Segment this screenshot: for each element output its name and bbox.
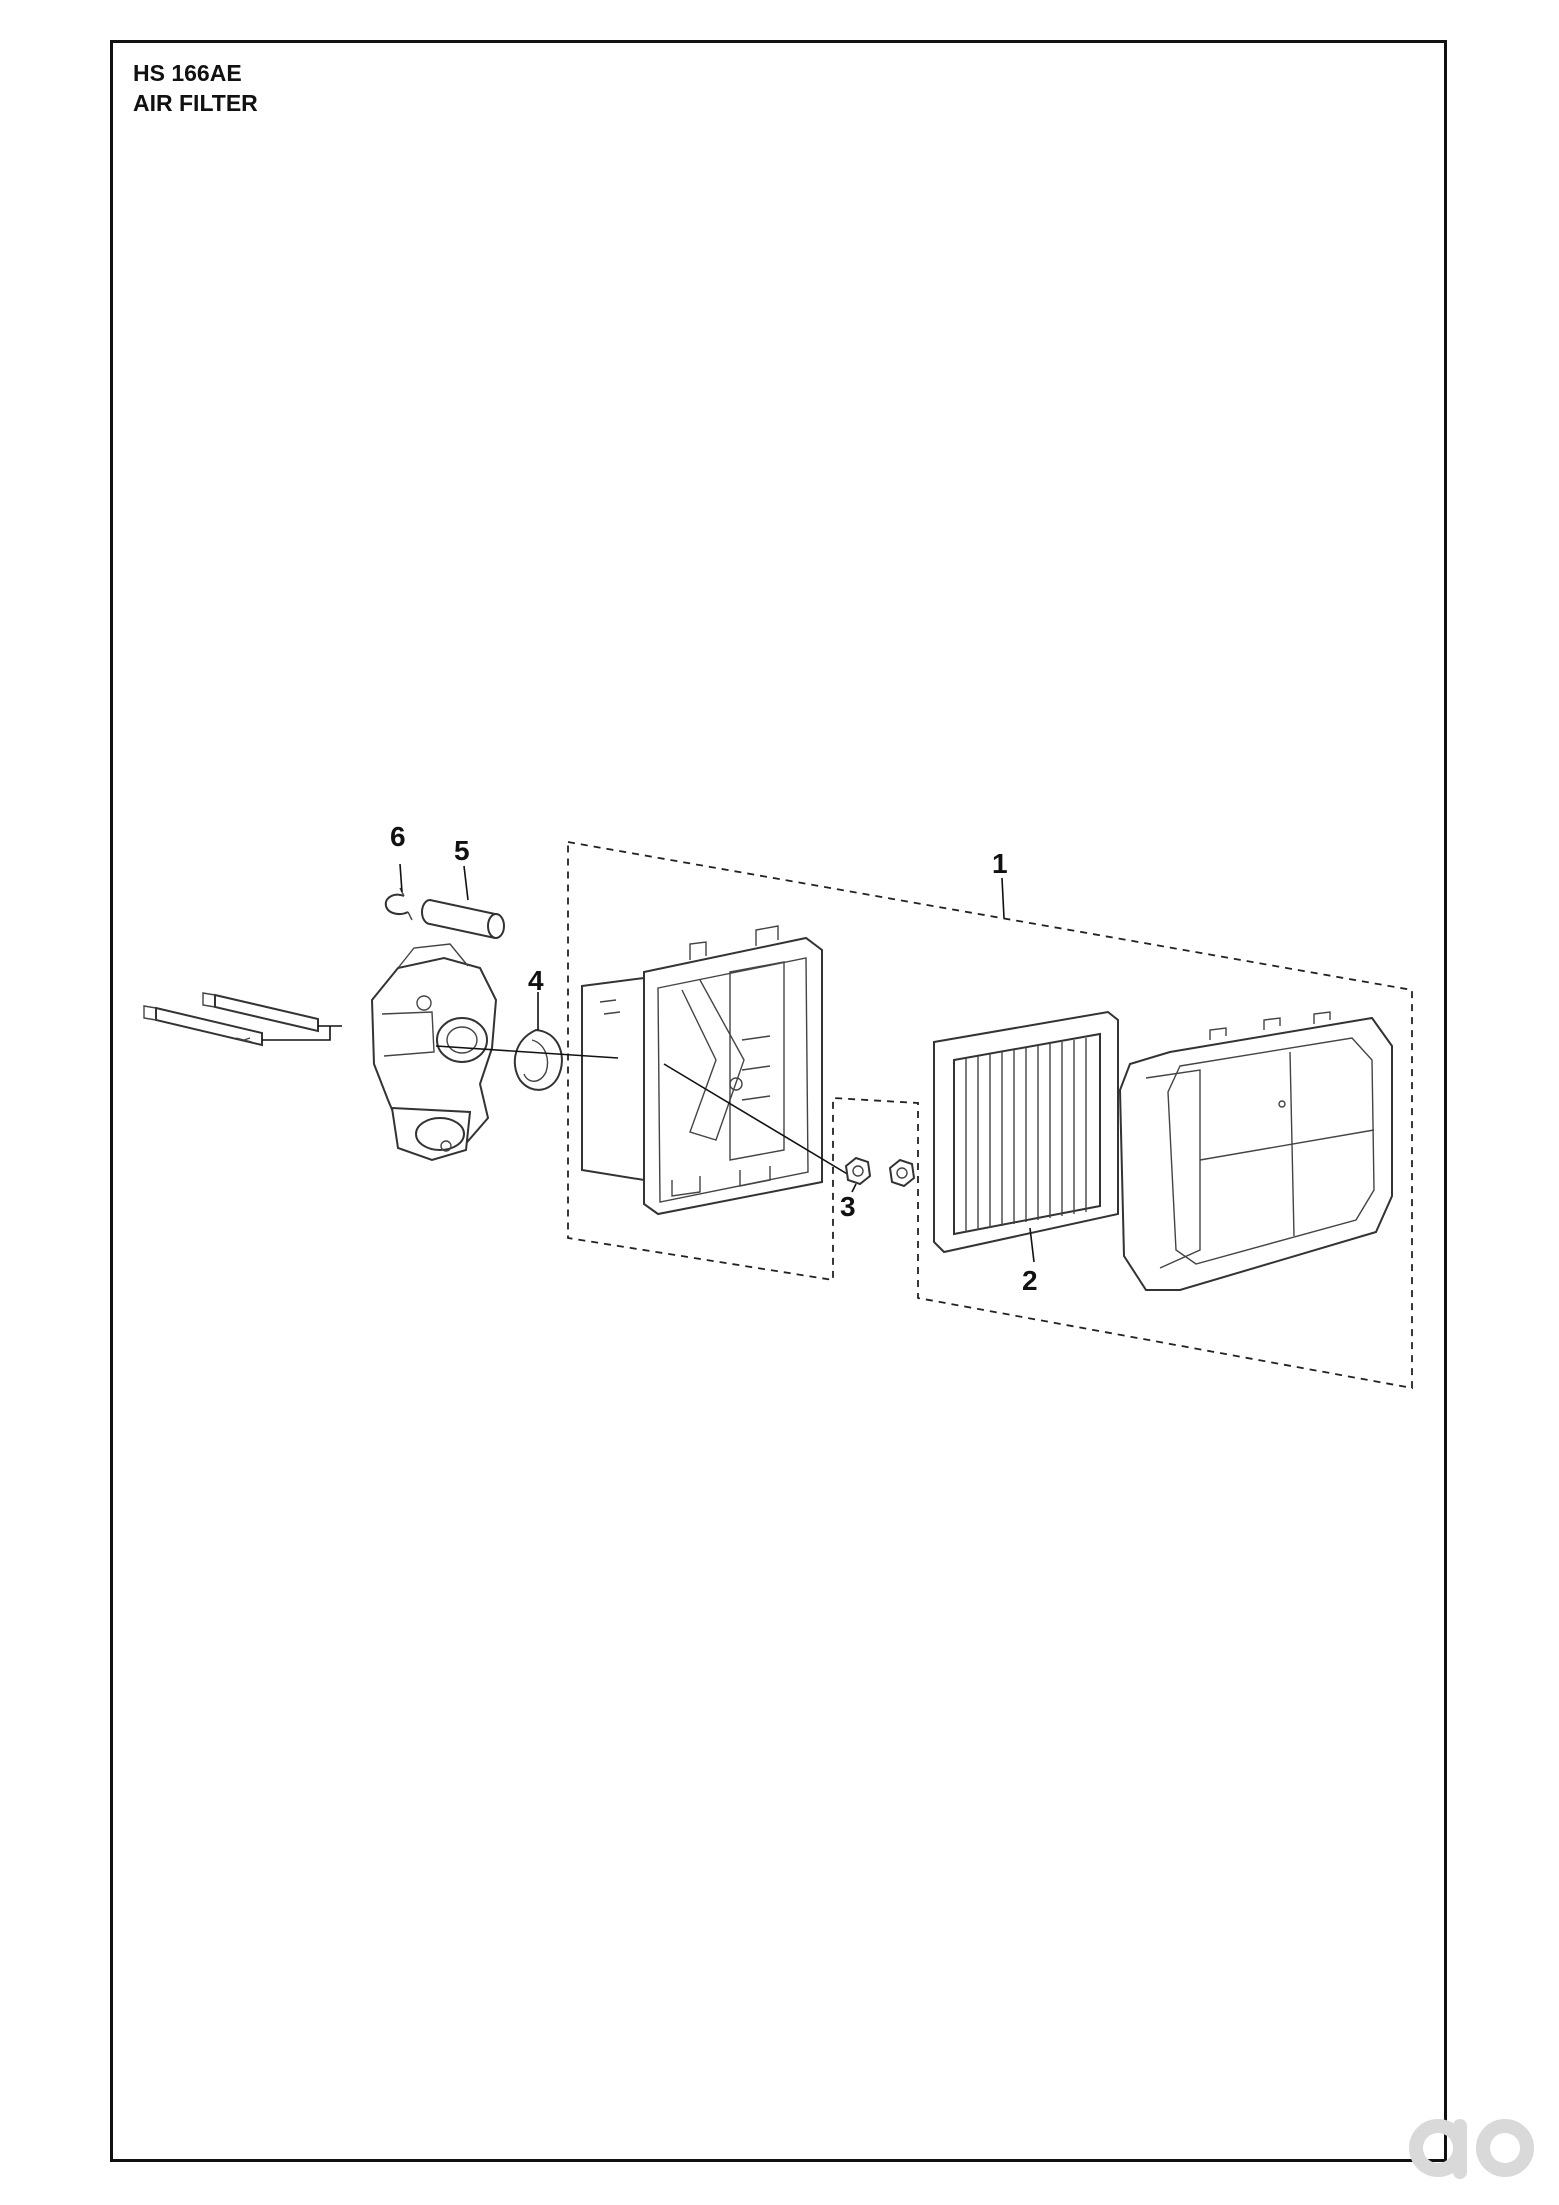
callout-6: 6 [390, 821, 406, 852]
callout-3: 3 [840, 1191, 856, 1222]
carburetor [370, 943, 498, 1162]
nuts [844, 1156, 916, 1188]
filter-cover [1118, 1011, 1393, 1291]
breather-pipe [421, 898, 505, 940]
callout-5: 5 [454, 835, 470, 866]
leader-line-6 [399, 863, 403, 893]
leader-line-5 [463, 865, 469, 901]
page-header: HS 166AE AIR FILTER [133, 58, 258, 118]
air-filter-base [581, 925, 823, 1216]
leader-line-1 [1001, 877, 1005, 919]
model-title: HS 166AE [133, 60, 242, 86]
filter-element [933, 1010, 1119, 1254]
assembly-guide-line [435, 1045, 855, 1179]
leader-line-2 [1029, 1227, 1035, 1263]
page-frame [110, 40, 1447, 2162]
leader-line-3 [851, 1183, 857, 1193]
callout-2: 2 [1022, 1265, 1038, 1296]
mounting-studs [143, 992, 342, 1047]
callout-1: 1 [992, 848, 1008, 879]
callout-4: 4 [528, 965, 544, 996]
section-title: AIR FILTER [133, 90, 258, 116]
assembly-group-1-outline [567, 840, 1413, 1390]
